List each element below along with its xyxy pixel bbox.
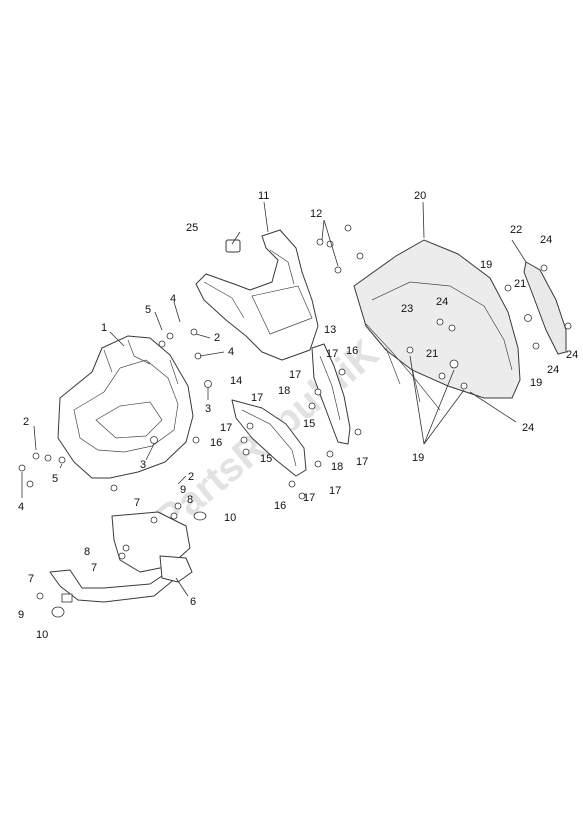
callout-24e: 24 [566,349,578,361]
rubber-grommet [225,239,241,253]
callout-4c: 4 [18,501,24,513]
left-inner-cover [231,399,307,477]
callout-21b: 21 [426,348,438,360]
callout-6: 6 [190,596,196,608]
callout-16a: 16 [346,345,358,357]
callout-21a: 21 [514,278,526,290]
callout-10a: 10 [224,512,236,524]
callout-19c: 19 [412,452,424,464]
callout-2c: 2 [188,471,194,483]
fasteners [18,224,572,618]
callout-18a: 18 [278,385,290,397]
callout-12: 12 [310,208,322,220]
callout-4a: 4 [170,293,176,305]
callout-19a: 19 [480,259,492,271]
callout-17b: 17 [289,369,301,381]
callout-7b: 7 [91,562,97,574]
callout-7c: 7 [28,573,34,585]
callout-24c: 24 [547,364,559,376]
callout-numbers: 1 2 2 2 3 3 4 4 4 5 5 6 7 7 7 8 8 9 9 10… [18,190,578,641]
callout-5b: 5 [52,473,58,485]
callout-17g: 17 [303,492,315,504]
callout-17f: 17 [329,485,341,497]
callout-18b: 18 [331,461,343,473]
callout-22: 22 [510,224,522,236]
callout-7a: 7 [134,497,140,509]
leader-lines [21,201,527,597]
callout-25: 25 [186,222,198,234]
callout-9b: 9 [18,609,24,621]
callout-8a: 8 [84,546,90,558]
callout-14: 14 [230,375,242,387]
callout-10b: 10 [36,629,48,641]
callout-24b: 24 [436,296,448,308]
instrument-bracket [195,229,319,361]
callout-4b: 4 [228,346,234,358]
callout-20: 20 [414,190,426,202]
callout-3b: 3 [140,459,146,471]
callout-24a: 24 [540,234,552,246]
callout-8b: 8 [187,494,193,506]
windscreen [353,239,521,411]
callout-24d: 24 [522,422,534,434]
callout-17c: 17 [326,348,338,360]
callout-15a: 15 [303,418,315,430]
callout-17a: 17 [251,392,263,404]
headlight-support-frame [57,335,194,479]
callout-13: 13 [324,324,336,336]
callout-11: 11 [258,190,269,202]
callout-19b: 19 [530,377,542,389]
callout-15b: 15 [260,453,272,465]
lower-mounting-bracket [49,511,193,603]
callout-3a: 3 [205,403,211,415]
callout-16c: 16 [274,500,286,512]
callout-5a: 5 [145,304,151,316]
wind-deflector [523,261,567,355]
callout-17d: 17 [220,422,232,434]
callout-2a: 2 [214,332,220,344]
callout-1: 1 [101,322,107,334]
callout-2b: 2 [23,416,29,428]
callout-17e: 17 [356,456,368,468]
callout-9a: 9 [180,484,186,496]
callout-16b: 16 [210,437,222,449]
callout-23: 23 [401,303,413,315]
